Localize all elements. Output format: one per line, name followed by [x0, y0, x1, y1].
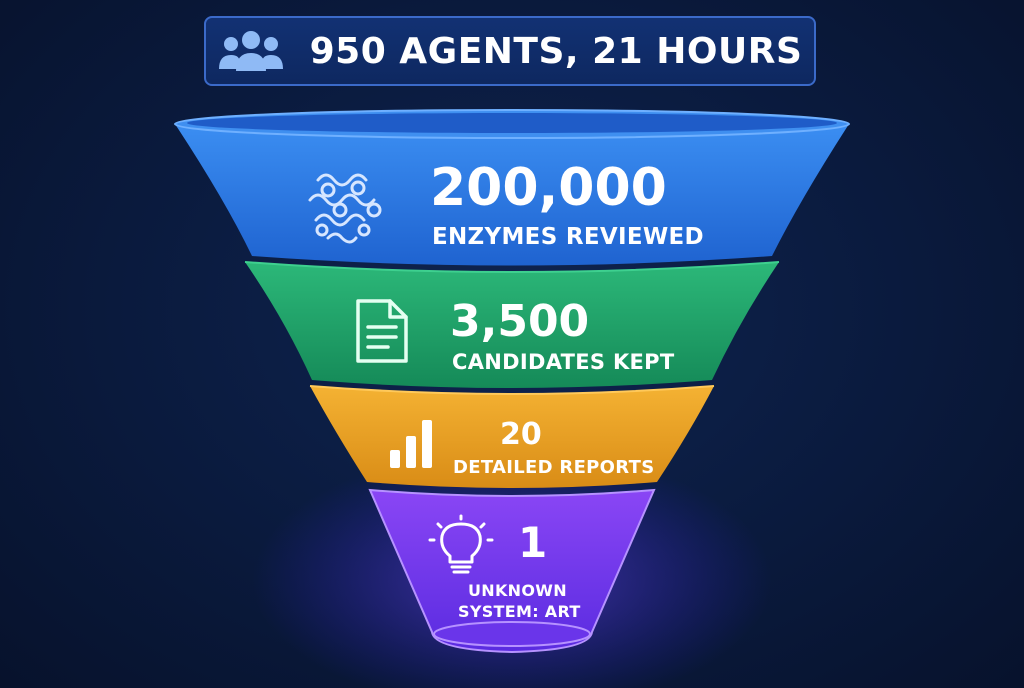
funnel-stage-4-base — [433, 621, 591, 647]
document-icon — [356, 299, 408, 363]
stage-1-value: 200,000 — [430, 158, 667, 218]
stage-4-value: 1 — [518, 518, 548, 567]
funnel-stage-2-top-edge — [244, 261, 780, 273]
funnel-stage-3-top-edge — [309, 385, 715, 395]
stage-3-label: DETAILED REPORTS — [453, 457, 655, 478]
stage-4-label-line2: SYSTEM: ART — [458, 602, 581, 621]
stage-1-label: ENZYMES REVIEWED — [432, 224, 704, 250]
stage-4-label-line1: UNKNOWN — [468, 581, 567, 600]
stage-2-label: CANDIDATES KEPT — [452, 350, 675, 374]
header-banner: 950 AGENTS, 21 HOURS — [204, 16, 816, 86]
stage-2-value: 3,500 — [450, 296, 590, 347]
lightbulb-icon — [428, 514, 494, 574]
protein-structure-icon — [308, 173, 382, 244]
bar-chart-icon — [390, 420, 432, 468]
funnel-stage-4-body — [368, 488, 656, 654]
funnel-stage-1-body — [175, 124, 849, 266]
users-icon — [218, 31, 283, 71]
funnel-stage-2-body — [245, 262, 779, 388]
stage-3-value: 20 — [500, 417, 542, 452]
header-title: 950 AGENTS, 21 HOURS — [309, 30, 803, 72]
funnel-stage-1-opening — [187, 113, 837, 133]
